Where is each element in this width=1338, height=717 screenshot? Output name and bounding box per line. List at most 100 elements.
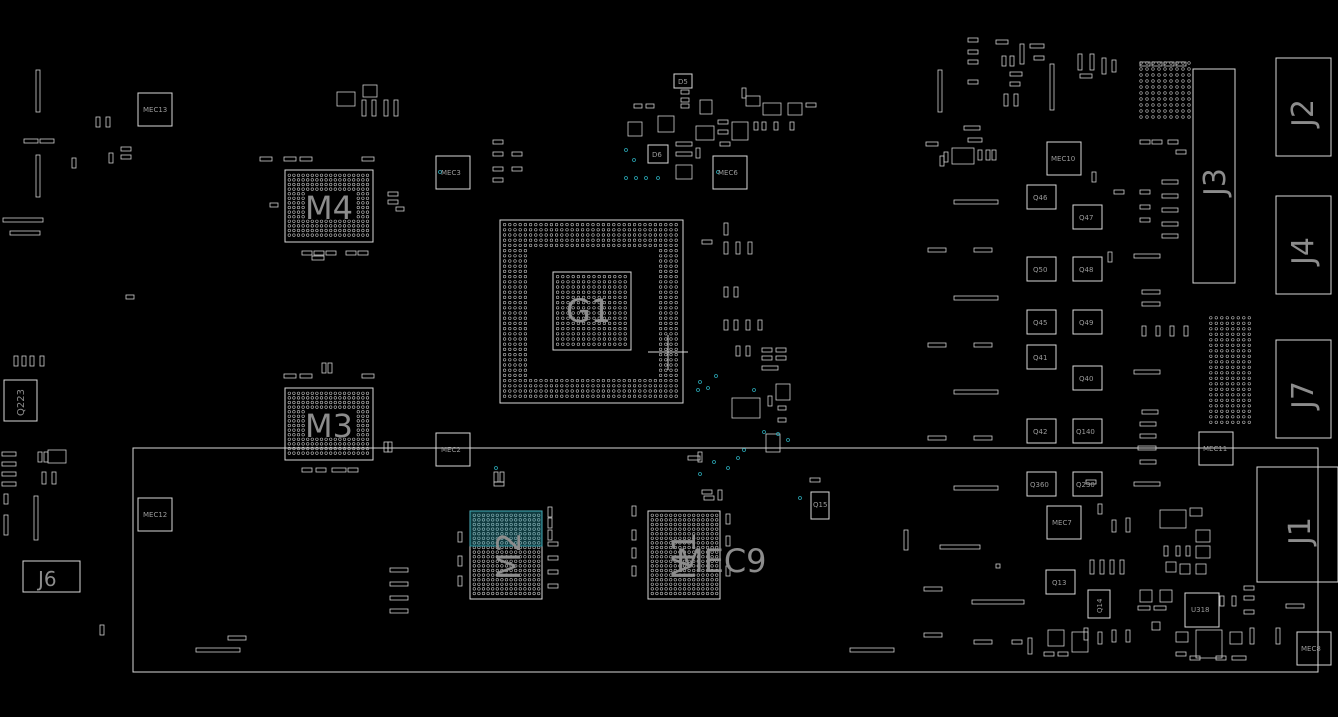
bga-ball (664, 536, 668, 540)
connector-j4[interactable]: J4 (1275, 195, 1332, 295)
connector-j2[interactable]: J2 (1275, 57, 1332, 157)
bga-ball (592, 301, 596, 305)
bga-ball (669, 578, 673, 582)
smd-pad (35, 69, 41, 113)
component-u318[interactable]: U318 (1184, 592, 1220, 628)
smd-pad (963, 125, 981, 131)
bga-ball (1163, 85, 1167, 89)
component-q49[interactable]: Q49 (1072, 309, 1103, 335)
bga-ball (673, 522, 677, 527)
component-q230[interactable]: Q230 (1072, 471, 1103, 497)
component-m3[interactable]: M3 (284, 387, 374, 461)
bga-ball (607, 285, 612, 289)
component-q14[interactable]: Q14 (1087, 589, 1111, 619)
component-q360[interactable]: Q360 (1026, 471, 1057, 497)
bga-ball (592, 327, 596, 331)
bga-ball (333, 233, 337, 237)
bga-ball (342, 405, 347, 409)
bga-ball (523, 578, 527, 582)
component-q46[interactable]: Q46 (1026, 184, 1057, 210)
bga-ball (352, 446, 356, 451)
component-q15[interactable]: Q15 (810, 491, 830, 520)
bga-ball (329, 178, 333, 182)
via (742, 448, 746, 452)
bga-ball (1231, 349, 1235, 353)
bga-ball (643, 238, 647, 242)
bga-ball (315, 228, 319, 233)
component-d5[interactable]: D5 (673, 73, 693, 89)
component-q48[interactable]: Q48 (1072, 256, 1103, 282)
bga-ball (338, 219, 342, 223)
component-m4[interactable]: M4 (284, 169, 374, 243)
bga-ball (1139, 61, 1143, 65)
component-q40[interactable]: Q40 (1072, 365, 1103, 391)
bga-ball (504, 522, 509, 527)
bga-ball (678, 564, 682, 568)
component-q140[interactable]: Q140 (1072, 418, 1103, 444)
component-d6[interactable]: D6 (647, 144, 669, 164)
bga-ball (287, 414, 291, 418)
component-mec8[interactable]: MEC8 (1296, 631, 1332, 666)
bga-ball (292, 410, 296, 414)
connector-j7[interactable]: J7 (1275, 339, 1332, 439)
bga-ball (618, 321, 622, 326)
label-j1: J1 (1283, 517, 1318, 547)
connector-j1[interactable]: J1 (1256, 466, 1338, 583)
component-mec7[interactable]: MEC7 (1046, 505, 1082, 540)
bga-ball (503, 233, 507, 237)
svg-text:Q14: Q14 (1096, 598, 1104, 613)
bga-ball (338, 178, 342, 182)
bga-ball (715, 578, 719, 582)
component-q47[interactable]: Q47 (1072, 204, 1103, 230)
bga-ball (486, 582, 490, 586)
component-mec2[interactable]: MEC2 (435, 432, 471, 467)
bga-ball (701, 564, 705, 568)
bga-ball (673, 527, 677, 531)
component-mec13[interactable]: MEC13 (137, 92, 173, 127)
bga-ball (571, 285, 575, 289)
bga-ball (555, 316, 560, 320)
component-q41[interactable]: Q41 (1026, 344, 1057, 370)
label-j2: J2 (1286, 99, 1321, 129)
bga-ball (292, 178, 296, 182)
label-q223: Q223 (16, 389, 27, 416)
bga-ball (1157, 91, 1161, 95)
smd-pad (777, 405, 787, 411)
component-q50[interactable]: Q50 (1026, 256, 1057, 282)
connector-j3[interactable]: J3 (1192, 68, 1236, 284)
component-mec11[interactable]: MEC11 (1198, 431, 1234, 466)
bga-ball (659, 545, 664, 550)
component-mec12[interactable]: MEC12 (137, 497, 173, 532)
component-m2[interactable]: M2 (469, 510, 543, 600)
smd-pad (733, 319, 739, 331)
bga-ball (674, 311, 678, 315)
bga-ball (342, 224, 347, 228)
component-g1[interactable]: G1 (499, 219, 688, 404)
smd-pad (1161, 207, 1179, 213)
bga-ball (674, 373, 678, 378)
bga-ball (613, 301, 617, 305)
bga-ball (601, 389, 606, 393)
bga-ball (554, 223, 559, 227)
component-q42[interactable]: Q42 (1026, 418, 1057, 444)
component-mec10[interactable]: MEC10 (1046, 141, 1082, 176)
bga-ball (561, 306, 565, 310)
bga-ball (518, 228, 522, 232)
bga-ball (523, 275, 528, 279)
component-q223[interactable]: Q223 (3, 379, 38, 422)
component-mec6[interactable]: MEC6 (712, 155, 748, 190)
bga-ball (576, 321, 581, 326)
component-m1[interactable]: M1 MEC9 (647, 510, 767, 600)
bga-ball (669, 564, 673, 568)
bga-ball (306, 396, 310, 400)
bga-ball (509, 527, 513, 531)
component-q45[interactable]: Q45 (1026, 309, 1057, 335)
connector-j6[interactable]: J6 (22, 560, 81, 593)
component-mec3[interactable]: MEC3 (435, 155, 471, 190)
bga-ball (622, 223, 626, 227)
component-q13[interactable]: Q13 (1045, 569, 1076, 595)
smd-pad (1195, 563, 1207, 575)
bga-ball (571, 280, 575, 284)
bga-ball (513, 280, 517, 284)
